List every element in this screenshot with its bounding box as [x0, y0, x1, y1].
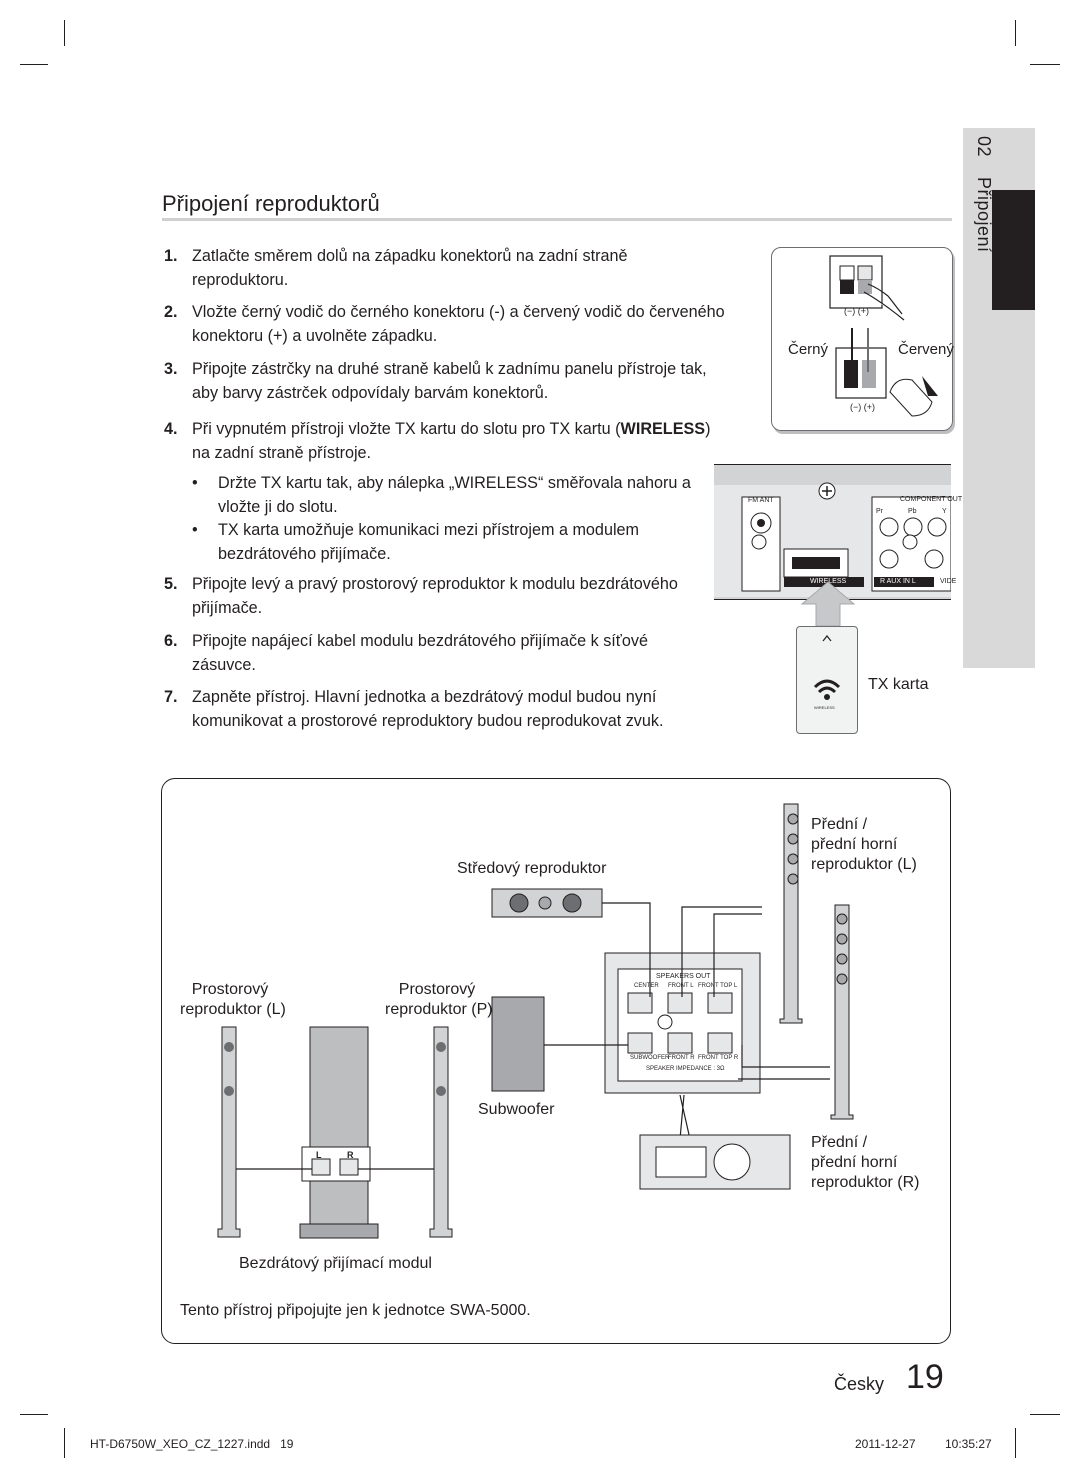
step-number: 6. [164, 632, 178, 650]
section-tab-marker [992, 190, 1035, 310]
page-title: Připojení reproduktorů [162, 191, 380, 216]
top-row-center: CENTER [634, 983, 659, 989]
step-text: Při vypnutém přístroji vložte TX kartu d… [192, 417, 727, 465]
center-speaker-label: Středový reproduktor [457, 860, 607, 877]
section-number: 02 [974, 136, 994, 158]
bottom-row-subwoofer: SUBWOOFER [630, 1055, 670, 1061]
aux-in-label: R AUX IN L [880, 578, 916, 585]
fm-ant-label: FM ANT [748, 497, 774, 504]
video-label: VIDE [940, 578, 957, 585]
crop-mark [1030, 64, 1060, 65]
step-text: Zapněte přístroj. Hlavní jednotka a bezd… [192, 688, 664, 730]
polarity-label-top: (−) (+) [844, 306, 870, 316]
front-r-line: reproduktor (R) [811, 1174, 920, 1191]
tx-card-label: TX karta [868, 676, 929, 693]
impedance-label: SPEAKER IMPEDANCE : 3Ω [646, 1066, 725, 1072]
front-l-line: přední horní [811, 836, 898, 853]
pb-label: Pb [908, 508, 917, 515]
insert-arrow-icon [800, 581, 856, 626]
aux-in-text: AUX IN [886, 578, 910, 585]
step-text-part: ) na zadní straně přístroje. [192, 420, 711, 462]
connection-drawing [217, 803, 854, 1239]
page-number: 19 [906, 1358, 944, 1396]
front-l-label: Přední / přední horní reproduktor (L) [811, 815, 917, 875]
step-text-part: Při vypnutém přístroji vložte TX kartu d… [192, 420, 621, 438]
connector-illustration: (−) (+) Černý Červený (−) (+) [771, 247, 954, 431]
step-number: 3. [164, 360, 178, 378]
front-l-line: reproduktor (L) [811, 856, 917, 873]
step-text: Vložte černý vodič do černého konektoru … [192, 303, 725, 345]
crop-mark [20, 1414, 48, 1415]
bullet-dot: • [192, 474, 198, 492]
red-wire-label: Červený [898, 341, 954, 358]
compatibility-note: Tento přístroj připojujte jen k jednotce… [180, 1302, 531, 1319]
front-l-line: Přední / [811, 816, 868, 833]
bullet-dot: • [192, 521, 198, 539]
crop-mark [1030, 1414, 1060, 1415]
step-text: Zatlačte směrem dolů na západku konektor… [192, 247, 628, 289]
rear-panel: FM ANT COMPONENT OUT Pr Pb Y WIRELESS R … [714, 464, 962, 600]
tx-card-sticker: WIRELESS [814, 705, 835, 710]
subwoofer-label: Subwoofer [478, 1101, 555, 1118]
module-r-label: R [347, 1150, 354, 1160]
aux-r-label: R [880, 578, 886, 585]
bullet-text: Držte TX kartu tak, aby nálepka „WIRELES… [218, 474, 691, 516]
section-tab-label: 02 Připojení [960, 136, 994, 266]
step-number: 5. [164, 575, 178, 593]
tx-card: WIRELESS [796, 626, 858, 734]
step-number: 1. [164, 247, 178, 265]
crop-mark [64, 20, 65, 46]
top-row-front-l: FRONT L [668, 983, 694, 989]
surround-r-line: reproduktor (P) [385, 1001, 493, 1018]
step-number: 4. [164, 420, 178, 438]
crop-mark [20, 64, 48, 65]
step-number: 7. [164, 688, 178, 706]
bottom-row-front-top-r: FRONT TOP R [698, 1055, 739, 1061]
section-name: Připojení [974, 176, 994, 253]
crop-mark [1015, 20, 1016, 46]
bottom-row-front-r: FRONT R [668, 1055, 695, 1061]
page-language: Česky [834, 1374, 885, 1394]
crop-mark [64, 1428, 65, 1458]
wireless-icon [813, 635, 841, 700]
crop-mark [1015, 1428, 1016, 1458]
step-number: 2. [164, 303, 178, 321]
step-text: Připojte zástrčky na druhé straně kabelů… [192, 360, 707, 402]
module-l-label: L [316, 1150, 322, 1160]
step-text: Připojte napájecí kabel modulu bezdrátov… [192, 632, 648, 674]
surround-l-line: Prostorový [191, 981, 269, 998]
front-r-line: přední horní [811, 1154, 898, 1171]
polarity-label-bottom: (−) (+) [850, 402, 876, 412]
bullet-text: TX karta umožňuje komunikaci mezi přístr… [218, 521, 640, 563]
footer-filename: HT-D6750W_XEO_CZ_1227.indd 19 [90, 1437, 294, 1451]
speakers-out-label: SPEAKERS OUT [656, 973, 711, 980]
connector-drawing [829, 255, 938, 417]
footer-time: 10:35:27 [945, 1437, 992, 1451]
aux-l-label: L [911, 578, 916, 585]
footer-date: 2011-12-27 [855, 1437, 916, 1451]
wireless-emph: WIRELESS [620, 420, 706, 438]
connection-diagram [161, 778, 951, 1344]
y-label: Y [942, 508, 947, 515]
surround-r-label: Prostorový reproduktor (P) [385, 980, 493, 1020]
surround-l-label: Prostorový reproduktor (L) [180, 980, 286, 1020]
component-out-label: COMPONENT OUT [900, 496, 963, 503]
front-r-label: Přední / přední horní reproduktor (R) [811, 1133, 919, 1193]
step-text: Připojte levý a pravý prostorový reprodu… [192, 575, 678, 617]
black-wire-label: Černý [788, 341, 829, 358]
surround-r-line: Prostorový [398, 981, 476, 998]
title-rule [162, 218, 952, 221]
pr-label: Pr [876, 508, 883, 515]
wireless-module-label: Bezdrátový přijímací modul [239, 1255, 432, 1272]
rear-panel-drawing [714, 482, 952, 597]
surround-l-line: reproduktor (L) [180, 1001, 286, 1018]
top-row-front-top-l: FRONT TOP L [698, 983, 738, 989]
front-r-line: Přední / [811, 1134, 868, 1151]
